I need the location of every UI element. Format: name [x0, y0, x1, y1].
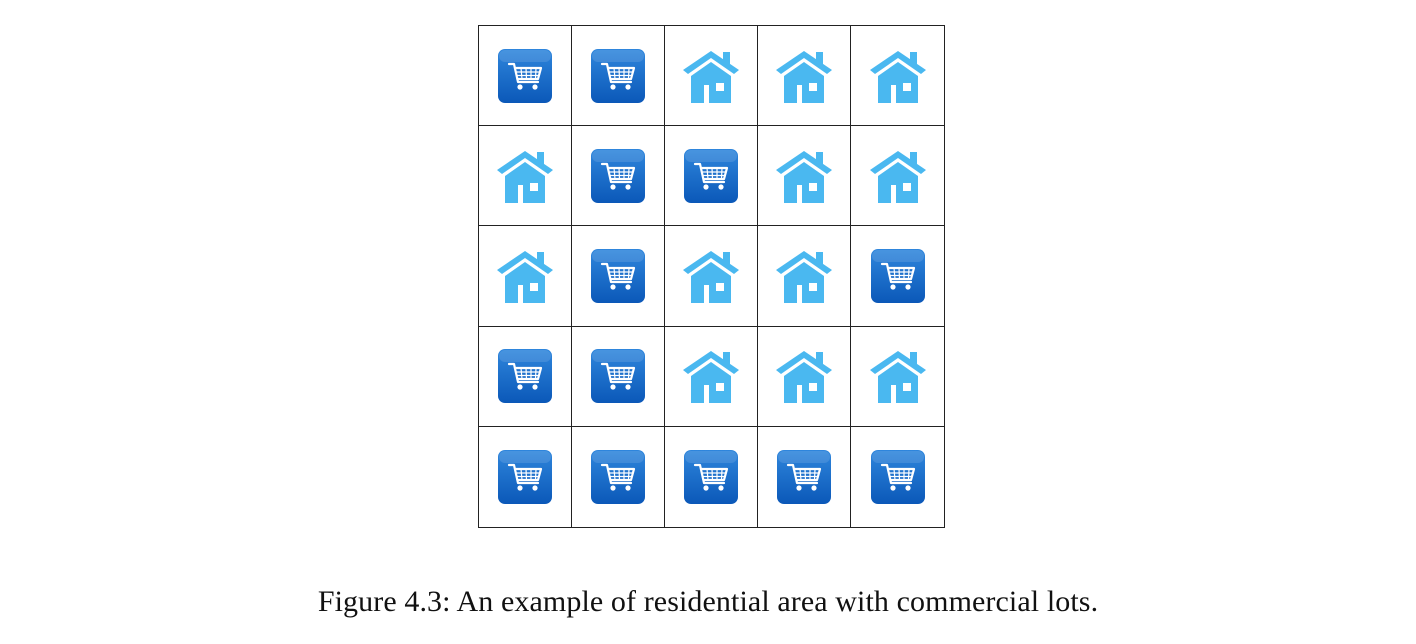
lot-grid — [478, 25, 945, 528]
house-icon — [683, 351, 739, 404]
house-icon — [683, 250, 739, 303]
shopping-cart-icon — [684, 148, 738, 203]
house-icon — [776, 351, 832, 404]
shopping-cart-icon — [498, 48, 552, 103]
house-icon — [776, 150, 832, 203]
house-icon — [497, 150, 553, 203]
lot-cell-commercial — [572, 226, 665, 327]
lot-cell-residential — [665, 226, 758, 327]
lot-cell-commercial — [572, 126, 665, 227]
shopping-cart-icon — [777, 449, 831, 504]
lot-cell-residential — [851, 26, 944, 127]
lot-cell-residential — [479, 126, 572, 227]
lot-cell-commercial — [572, 26, 665, 127]
shopping-cart-icon — [591, 349, 645, 404]
house-icon — [869, 351, 926, 404]
lot-cell-commercial — [665, 126, 758, 227]
shopping-cart-icon — [870, 248, 925, 303]
lot-cell-residential — [851, 126, 944, 227]
house-icon — [869, 50, 926, 103]
lot-cell-commercial — [851, 226, 944, 327]
shopping-cart-icon — [498, 449, 552, 504]
lot-cell-commercial — [758, 426, 851, 527]
shopping-cart-icon — [591, 248, 645, 303]
lot-cell-residential — [479, 226, 572, 327]
lot-cell-commercial — [572, 326, 665, 427]
house-icon — [683, 50, 739, 103]
lot-cell-residential — [665, 326, 758, 427]
shopping-cart-icon — [870, 449, 925, 504]
lot-cell-residential — [758, 326, 851, 427]
lot-cell-residential — [758, 226, 851, 327]
lot-cell-residential — [665, 26, 758, 127]
shopping-cart-icon — [591, 48, 645, 103]
lot-cell-commercial — [479, 326, 572, 427]
shopping-cart-icon — [591, 148, 645, 203]
lot-cell-commercial — [479, 426, 572, 527]
shopping-cart-icon — [684, 449, 738, 504]
shopping-cart-icon — [591, 449, 645, 504]
house-icon — [776, 50, 832, 103]
house-icon — [497, 250, 553, 303]
house-icon — [776, 250, 832, 303]
lot-cell-residential — [758, 126, 851, 227]
lot-cell-commercial — [851, 427, 944, 527]
lot-cell-commercial — [665, 426, 758, 527]
figure-caption: Figure 4.3: An example of residential ar… — [317, 585, 1099, 618]
house-icon — [869, 150, 926, 203]
lot-cell-residential — [851, 327, 944, 427]
lot-cell-commercial — [479, 26, 572, 127]
shopping-cart-icon — [498, 349, 552, 404]
lot-cell-residential — [758, 26, 851, 127]
lot-cell-commercial — [572, 426, 665, 527]
